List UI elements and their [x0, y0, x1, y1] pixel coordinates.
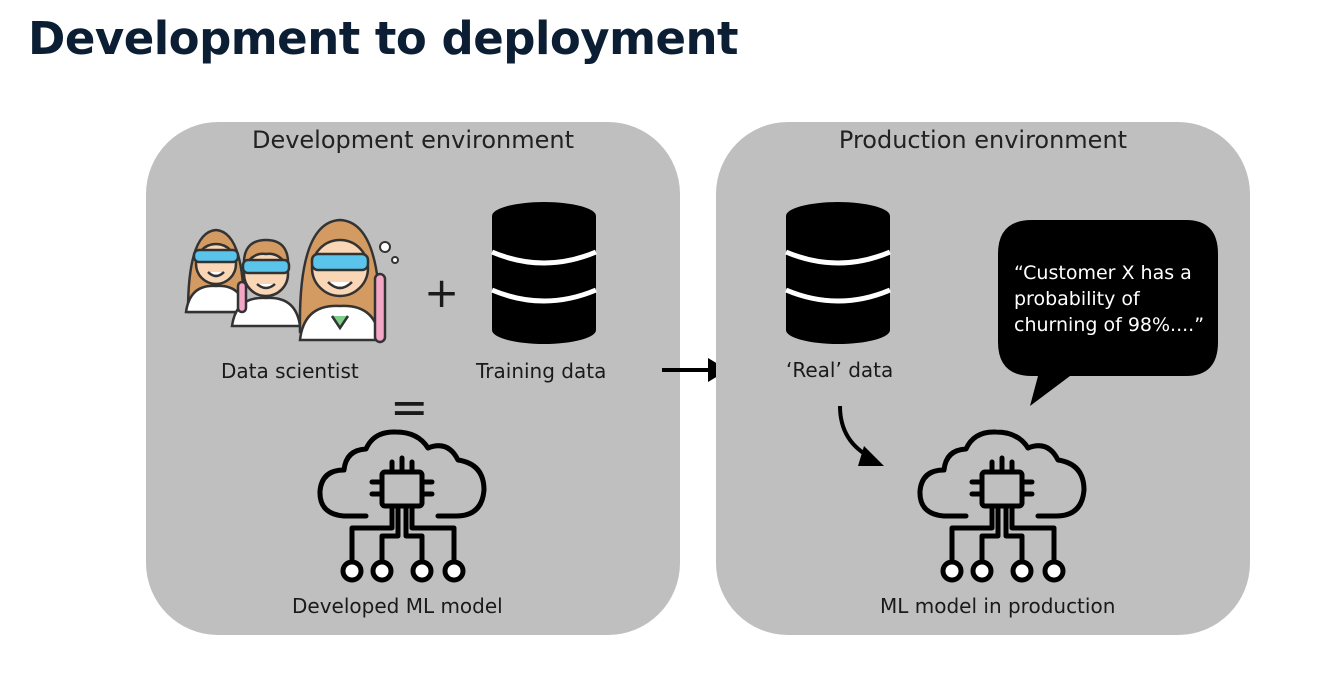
data-scientist-label: Data scientist [221, 359, 359, 383]
speech-bubble-text: “Customer X has a probability of churnin… [1014, 262, 1205, 336]
developed-ml-model-label: Developed ML model [292, 594, 503, 618]
database-icon [785, 202, 891, 344]
real-data-label: ‘Real’ data [786, 358, 894, 382]
scientists-icon [184, 218, 399, 344]
curved-arrow-icon [838, 405, 884, 466]
development-environment-panel [146, 122, 680, 635]
scientist-figure-2 [230, 238, 302, 328]
scientist-figure-3 [298, 218, 387, 344]
ml-model-in-production-label: ML model in production [880, 594, 1116, 618]
database-icon [491, 202, 597, 344]
ml-model-cloud-chip-icon [917, 429, 1087, 583]
plus-symbol: + [424, 268, 460, 317]
speech-bubble-icon [998, 220, 1218, 406]
development-environment-title: Development environment [251, 126, 575, 154]
production-environment-title: Production environment [838, 126, 1128, 154]
training-data-label: Training data [476, 359, 607, 383]
equals-symbol: = [390, 380, 429, 434]
scientist-figure-1 [184, 228, 248, 314]
page-title: Development to deployment [28, 12, 739, 65]
ml-model-cloud-chip-icon [317, 429, 487, 583]
